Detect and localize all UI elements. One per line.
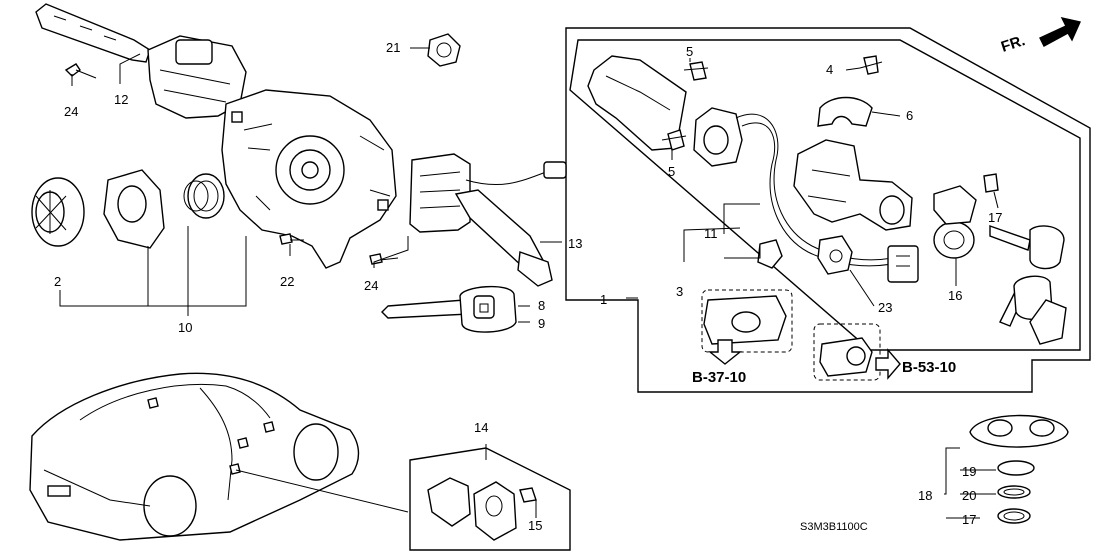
trunk-opener-assembly [409,447,571,551]
callout-18: 18 [918,488,932,503]
callout-5-bottom: 5 [668,164,675,179]
callout-15: 16 [948,288,962,303]
drawing-code: S3M3B1100C [800,521,868,533]
ref-b-53-10: B-53-10 [902,359,956,376]
ignition-kit-frame [565,27,1091,393]
callout-10: 10 [178,320,192,335]
callout-3: 3 [676,284,683,299]
callout-11: 12 [114,92,128,107]
callout-5-top: 5 [686,44,693,59]
callout-12: 13 [568,236,582,251]
vehicle-outline [29,372,409,541]
callout-24-screw: 24 [64,104,78,119]
ignition-key [381,285,517,333]
lock-set-frame [569,39,1081,351]
callout-21: 21 [386,40,400,55]
callout-20: 20 [962,488,976,503]
callout-23: 22 [280,274,294,289]
callout-7: 8 [538,298,545,313]
callout-22: 23 [878,300,892,315]
ref-b-37-10: B-37-10 [692,369,746,386]
keyless-remote-assembly [969,414,1069,524]
combination-switch-assembly [31,3,567,287]
front-direction-arrow: FR. [999,16,1081,56]
callout-17: 17 [962,512,976,527]
callout-8: 9 [538,316,545,331]
callout-24: 24 [364,278,378,293]
callout-labels: 12 24 2 10 21 13 22 24 8 9 14 15 1 3 11 … [54,40,1002,533]
callout-6: 6 [906,108,913,123]
callout-13: 14 [474,420,488,435]
callout-19: 19 [962,464,976,479]
callout-2: 2 [54,274,61,289]
fr-label: FR. [999,32,1027,56]
callout-16: 17 [988,210,1002,225]
callout-14: 15 [528,518,542,533]
leader-lines [59,47,999,519]
callout-9: 11 [704,226,718,241]
ignition-lock-parts [587,55,1067,381]
callout-4: 4 [826,62,833,77]
callout-1: 1 [600,292,607,307]
